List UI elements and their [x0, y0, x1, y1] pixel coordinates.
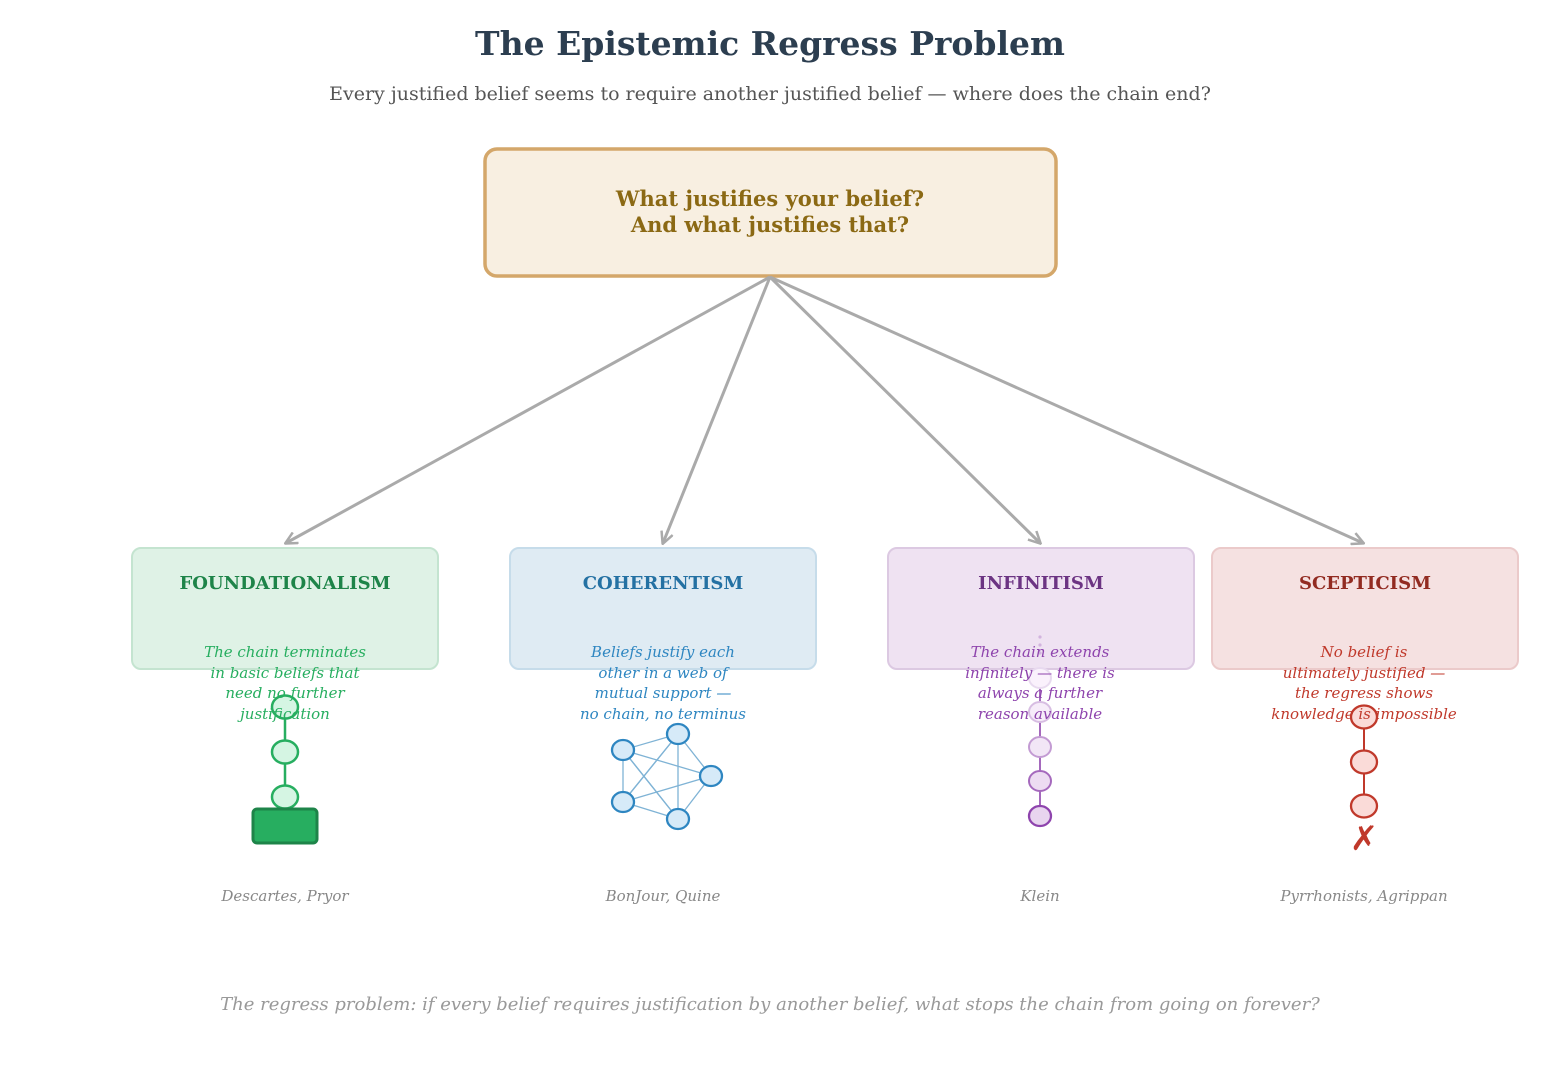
authors-scepticism: Pyrrhonists, Agrippan — [1279, 887, 1447, 905]
position-title: SCEPTICISM — [1299, 573, 1431, 594]
description-line: Beliefs justify each — [590, 643, 735, 661]
chain-on-foundation-icon — [251, 694, 319, 845]
description-line: in basic beliefs that — [210, 664, 360, 682]
description-line: The chain terminates — [204, 643, 366, 661]
description-line: justification — [237, 705, 330, 723]
description-line: mutual support — — [595, 684, 732, 702]
footer-caption: The regress problem: if every belief req… — [220, 994, 1320, 1015]
belief-web-icon — [610, 722, 724, 831]
position-scepticism: SCEPTICISM — [1211, 547, 1519, 670]
arrow-to-scepticism — [769, 275, 1363, 543]
description-infinitism: The chain extends infinitely — there is … — [965, 643, 1115, 723]
arrow-to-infinitism — [768, 275, 1040, 543]
authors-infinitism: Klein — [1019, 887, 1059, 905]
description-line: need no further — [225, 684, 345, 702]
question-line-2: And what justifies that? — [630, 212, 909, 237]
description-line: no chain, no terminus — [580, 705, 746, 723]
description-line: knowledge is impossible — [1271, 705, 1457, 723]
description-line: reason available — [978, 705, 1102, 723]
description-line: The chain extends — [971, 643, 1110, 661]
arrow-to-coherentism — [663, 276, 772, 543]
authors-coherentism: BonJour, Quine — [605, 887, 721, 905]
position-title: FOUNDATIONALISM — [179, 573, 390, 594]
position-coherentism: COHERENTISM — [509, 547, 817, 670]
position-infinitism: INFINITISM — [887, 547, 1195, 670]
arrow-to-foundationalism — [286, 275, 771, 543]
page-title: The Epistemic Regress Problem — [475, 24, 1065, 63]
description-coherentism: Beliefs justify each other in a web of m… — [580, 643, 746, 723]
position-box — [509, 547, 817, 670]
description-line: infinitely — there is — [965, 664, 1115, 682]
question-box: What justifies your belief? And what jus… — [483, 147, 1058, 278]
description-line: ultimately justified — — [1283, 664, 1445, 682]
position-foundationalism: FOUNDATIONALISM — [131, 547, 439, 670]
position-title: INFINITISM — [978, 573, 1104, 594]
position-title: COHERENTISM — [583, 573, 744, 594]
foundation-block — [251, 807, 319, 845]
description-scepticism: No belief is ultimately justified — the … — [1271, 643, 1457, 723]
question-line-1: What justifies your belief? — [615, 186, 924, 211]
description-foundationalism: The chain terminates in basic beliefs th… — [204, 643, 366, 723]
description-line: the regress shows — [1295, 684, 1433, 702]
position-box — [1211, 547, 1519, 670]
description-line: No belief is — [1320, 643, 1408, 661]
branch-arrows — [286, 275, 1363, 543]
description-line: other in a web of — [598, 664, 730, 682]
infinite-chain-icon — [1027, 635, 1053, 828]
page-subtitle: Every justified belief seems to require … — [329, 83, 1211, 105]
authors-foundationalism: Descartes, Pryor — [220, 887, 349, 905]
description-line: always a further — [978, 684, 1103, 702]
broken-chain-icon: ✗ — [1350, 704, 1379, 859]
fail-mark-icon: ✗ — [1350, 819, 1379, 859]
position-box — [131, 547, 439, 670]
